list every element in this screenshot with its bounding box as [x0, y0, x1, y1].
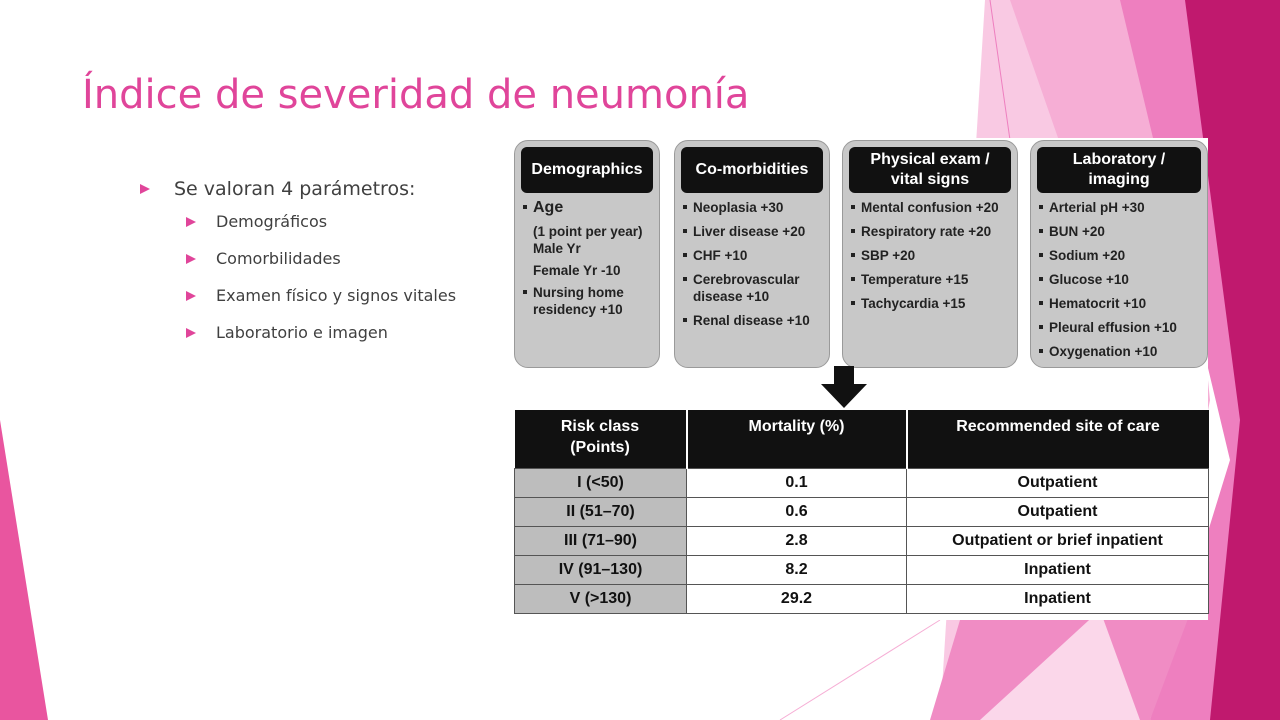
psi-figure: Demographics Age (1 point per year) Male Y…: [514, 138, 1209, 620]
table-cell: Outpatient or brief inpatient: [906, 526, 1209, 556]
down-arrow-icon: [821, 366, 867, 408]
thin-accent-line: [779, 619, 941, 720]
table-cell: II (51–70): [514, 497, 687, 527]
bullet-item: Se valoran 4 parámetros:: [140, 178, 456, 200]
table-cell: 0.1: [686, 468, 907, 498]
bullet-item: Laboratorio e imagen: [140, 323, 456, 342]
column-header: Risk class (Points): [514, 410, 688, 469]
bullet-text: Laboratorio e imagen: [216, 323, 388, 342]
arrow-bullet-icon: [186, 216, 196, 227]
bottom-pale-facet: [980, 610, 1140, 720]
arrow-bullet-icon: [186, 253, 196, 264]
table-cell: 2.8: [686, 526, 907, 556]
table-cell: III (71–90): [514, 526, 687, 556]
table-cell: 29.2: [686, 584, 907, 614]
table-cell: 0.6: [686, 497, 907, 527]
arrow-bullet-icon: [186, 327, 196, 338]
bullet-item: Demográficos: [140, 212, 456, 231]
table-header-row: Risk class (Points) Mortality (%) Recomm…: [514, 410, 1209, 469]
table-cell: I (<50): [514, 468, 687, 498]
thin-accent-line: [989, 0, 1011, 141]
table-cell: Outpatient: [906, 497, 1209, 527]
left-pink-stripe: [0, 420, 48, 720]
category-item: Mental confusion +20: [851, 199, 1013, 216]
category-item: Age: [523, 199, 655, 216]
category-item: Female Yr -10: [533, 263, 621, 278]
category-item: BUN +20: [1039, 223, 1203, 240]
category-item: Neoplasia +30: [683, 199, 825, 216]
column-header: Recommended site of care: [906, 410, 1209, 469]
category-item: Cerebrovascular disease +10: [683, 271, 825, 305]
slide-title: Índice de severidad de neumonía: [82, 72, 750, 118]
bullet-item: Comorbilidades: [140, 249, 456, 268]
category-item: Sodium +20: [1039, 247, 1203, 264]
table-cell: IV (91–130): [514, 555, 687, 585]
category-header: Demographics: [521, 147, 653, 193]
category-item: CHF +10: [683, 247, 825, 264]
table-cell: 8.2: [686, 555, 907, 585]
category-item: Oxygenation +10: [1039, 343, 1203, 360]
category-header: Co-morbidities: [681, 147, 823, 193]
column-header: Mortality (%): [686, 410, 908, 469]
category-header: Physical exam / vital signs: [849, 147, 1011, 193]
bullet-text: Comorbilidades: [216, 249, 341, 268]
table-cell: Inpatient: [906, 555, 1209, 585]
category-item: Glucose +10: [1039, 271, 1203, 288]
right-dark-facet: [1185, 0, 1280, 720]
category-box-physical-exam: Physical exam / vital signs Mental confu…: [842, 140, 1018, 368]
category-item: SBP +20: [851, 247, 1013, 264]
arrow-bullet-icon: [186, 290, 196, 301]
category-item: Pleural effusion +10: [1039, 319, 1203, 336]
bullet-item: Examen físico y signos vitales: [140, 286, 456, 305]
bullet-text: Examen físico y signos vitales: [216, 286, 457, 305]
table-cell: Inpatient: [906, 584, 1209, 614]
category-item: Hematocrit +10: [1039, 295, 1203, 312]
table-cell: V (>130): [514, 584, 687, 614]
category-item: Liver disease +20: [683, 223, 825, 240]
category-item: Arterial pH +30: [1039, 199, 1203, 216]
category-item: (1 point per year): [533, 224, 643, 239]
category-item: Renal disease +10: [683, 312, 825, 329]
category-item: Nursing home residency +10: [523, 284, 655, 318]
table-cell: Outpatient: [906, 468, 1209, 498]
bullet-text: Demográficos: [216, 212, 328, 231]
bullet-list: Se valoran 4 parámetros: Demográficos Co…: [140, 178, 456, 360]
category-header: Laboratory / imaging: [1037, 147, 1201, 193]
bullet-text: Se valoran 4 parámetros:: [174, 178, 416, 200]
category-item: Male Yr: [533, 241, 581, 256]
category-items: Age (1 point per year) Male Yr Female Yr -1…: [515, 199, 659, 318]
risk-class-table: Risk class (Points) Mortality (%) Recomm…: [514, 410, 1209, 614]
category-item: Respiratory rate +20: [851, 223, 1013, 240]
category-item: Tachycardia +15: [851, 295, 1013, 312]
category-item: Temperature +15: [851, 271, 1013, 288]
arrow-bullet-icon: [140, 184, 150, 194]
category-box-demographics: Demographics Age (1 point per year) Male Y…: [514, 140, 660, 368]
